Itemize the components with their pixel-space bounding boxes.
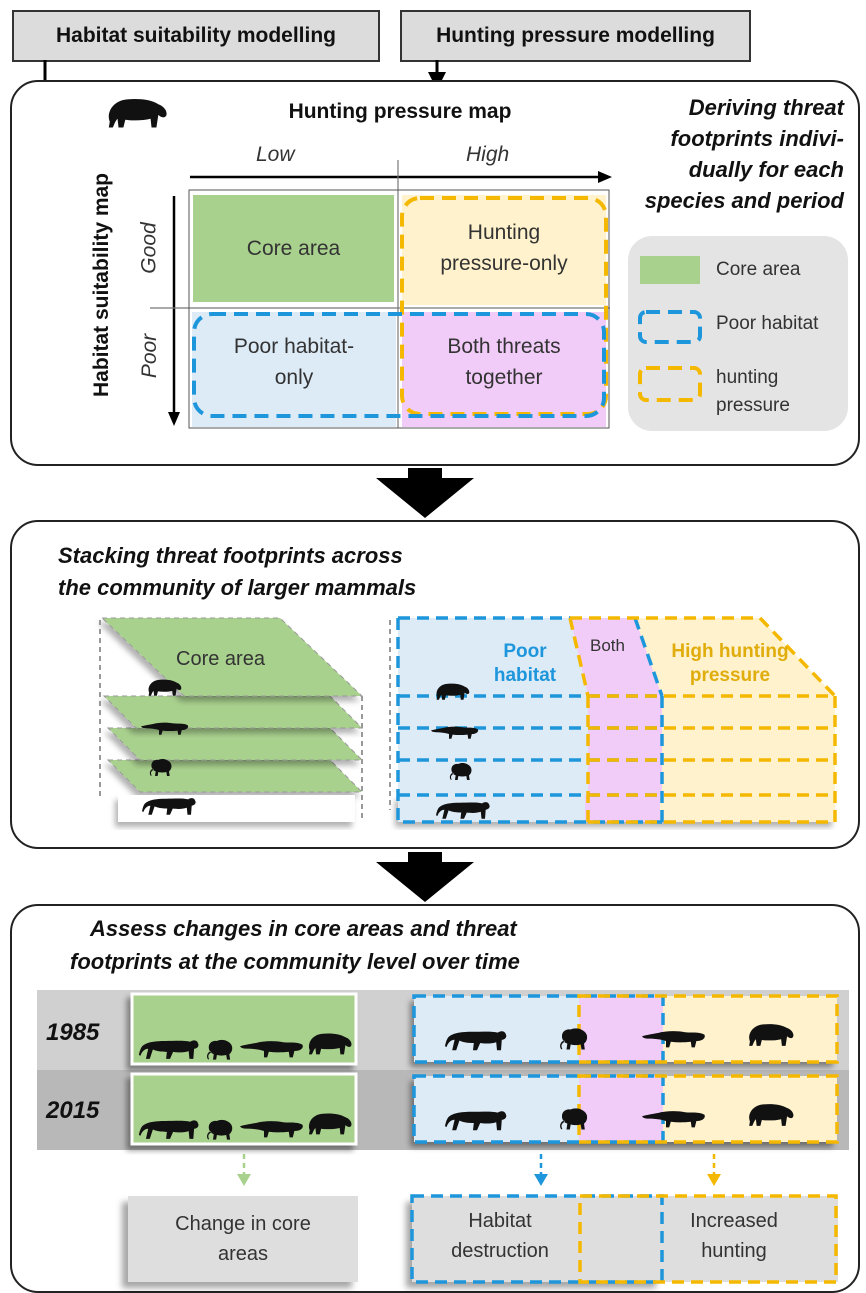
down-arrow-1	[376, 468, 474, 518]
tapir-icon	[304, 1108, 354, 1138]
anteater-icon	[240, 1114, 304, 1140]
anteater-icon	[642, 1104, 706, 1130]
poor-habitat-only-cell: Poor habitat-only	[233, 335, 355, 389]
monkey-icon	[146, 754, 176, 778]
legend-core-label: Core area	[716, 259, 801, 280]
hunting-modelling-header: Hunting pressure modelling	[400, 10, 751, 62]
stacked-layers	[99, 616, 837, 824]
anteater-icon	[240, 1034, 304, 1060]
outcome-arrows	[237, 1154, 721, 1186]
tapir-icon	[304, 1028, 354, 1058]
habitat-destruction-label: Habitat destruction	[451, 1210, 549, 1262]
assess-title: Assess changes in core areas and threat …	[70, 916, 520, 974]
legend-poor-label: Poor habitat	[716, 313, 819, 334]
layer-high-hunting-label: High hunting pressure	[671, 641, 789, 686]
anteater-icon	[642, 1024, 706, 1050]
layer-both-label: Both	[590, 636, 625, 655]
tapir-icon	[144, 676, 184, 698]
monkey-icon	[202, 1114, 238, 1142]
legend-hunting-label: hunting pressure	[716, 367, 790, 416]
habitat-suitability-map-title: Habitat suitability map	[90, 172, 113, 398]
increased-hunting-box	[662, 1196, 838, 1282]
habitat-modelling-header: Habitat suitability modelling	[12, 10, 380, 62]
year-2015-label: 2015	[46, 1097, 100, 1124]
year-1985-label: 1985	[46, 1019, 100, 1046]
increased-hunting-label: Increased hunting	[690, 1210, 778, 1262]
jaguar-icon	[142, 792, 198, 818]
jaguar-icon	[445, 1024, 509, 1054]
monkey-icon	[556, 1102, 592, 1132]
tapir-icon	[432, 680, 472, 702]
outcome-dash-borders	[410, 1194, 838, 1284]
legend-swatches	[638, 256, 702, 402]
layer-poor-habitat-label: Poor habitat	[493, 641, 557, 686]
anteater-icon	[140, 718, 190, 736]
deriving-title: Deriving threat footprints indivi- duall…	[644, 95, 844, 213]
down-arrow-2	[376, 852, 474, 902]
high-label: High	[466, 143, 510, 166]
threat-matrix	[150, 160, 612, 429]
jaguar-icon	[138, 1034, 202, 1062]
core-area-cell: Core area	[246, 237, 341, 260]
low-label: Low	[256, 143, 295, 166]
tapir-icon	[744, 1098, 796, 1130]
tapir-icon	[102, 92, 170, 132]
layer-core-area-label: Core area	[176, 648, 265, 670]
anteater-icon	[430, 722, 480, 740]
hunting-pressure-map-title: Hunting pressure map	[288, 100, 512, 123]
monkey-icon	[202, 1034, 238, 1062]
monkey-icon	[446, 758, 476, 782]
stacking-title: Stacking threat footprints across the co…	[58, 543, 417, 600]
jaguar-icon	[436, 796, 492, 822]
jaguar-icon	[445, 1104, 509, 1134]
tapir-icon	[744, 1018, 796, 1050]
jaguar-icon	[138, 1114, 202, 1142]
habitat-destruction-box	[412, 1196, 662, 1282]
monkey-icon	[556, 1022, 592, 1052]
timeline-panels	[130, 992, 839, 1146]
